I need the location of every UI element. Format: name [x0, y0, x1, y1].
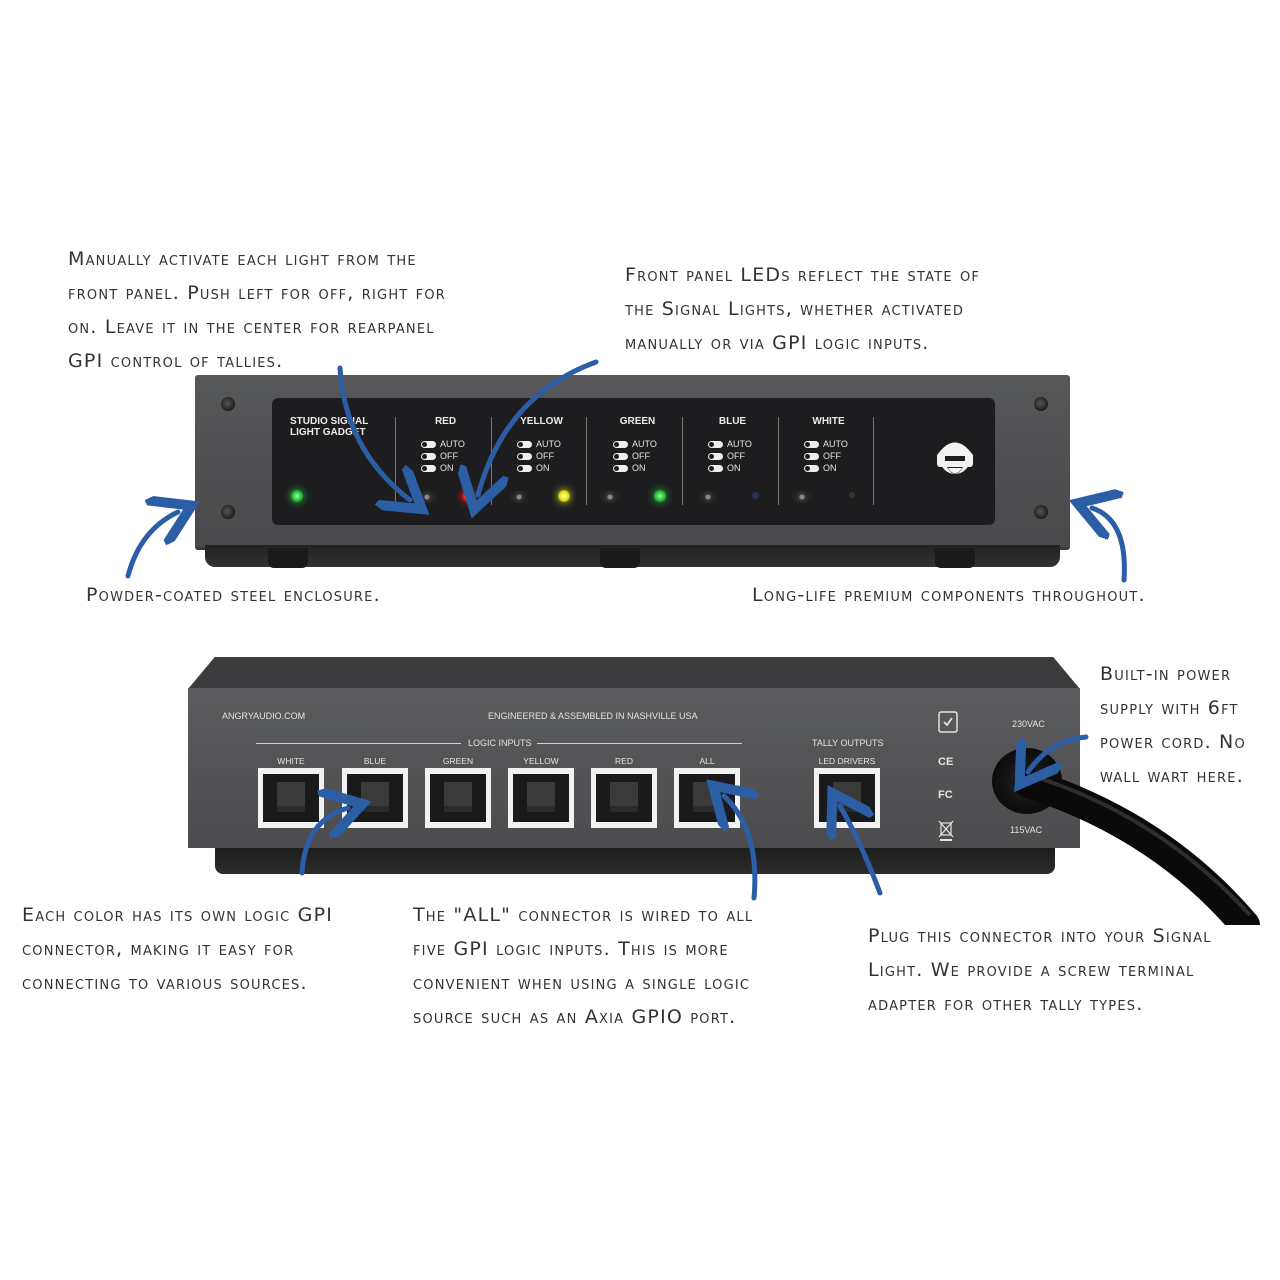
note-power-supply: Built-in power supply with 6ft power cor…: [1100, 663, 1246, 787]
arrow-to-components: [1092, 508, 1127, 583]
port-white[interactable]: [258, 768, 324, 828]
front-foot: [600, 548, 640, 568]
led-drivers-label: LED DRIVERS: [818, 756, 876, 766]
port-yellow-label: YELLOW: [523, 756, 559, 766]
port-green-label: GREEN: [442, 756, 474, 766]
channel-divider: [682, 417, 683, 505]
voltage-115-label: 115VAC: [1010, 825, 1043, 835]
toggle-icon: [804, 440, 819, 448]
port-yellow[interactable]: [508, 768, 574, 828]
screw-icon: [221, 397, 235, 411]
port-red-label: RED: [615, 756, 633, 766]
arrow-to-power-cord: [1028, 734, 1089, 772]
port-all-label: ALL: [699, 756, 715, 766]
weee-bin-icon: [938, 820, 954, 841]
channel-yellow-label: YELLOW: [520, 416, 563, 427]
screw-icon: [221, 505, 235, 519]
rear-top-lid: [188, 657, 1080, 689]
logic-inputs-line: [537, 743, 742, 744]
panel-title: STUDIO SIGNAL LIGHT GADGET: [290, 416, 369, 438]
rear-base: [215, 848, 1055, 874]
port-blue-label: BLUE: [363, 756, 387, 766]
fcc-mark-icon: FC: [938, 789, 953, 801]
note-each-color: Each color has its own logic GPI connect…: [22, 904, 334, 994]
logic-inputs-label: LOGIC INPUTS: [468, 738, 532, 748]
toggle-icon: [708, 452, 723, 460]
note-all-connector: The "ALL" connector is wired to all five…: [413, 904, 754, 1028]
note-enclosure: Powder-coated steel enclosure.: [86, 584, 381, 606]
port-white-label: WHITE: [277, 756, 305, 766]
made-in-text: ENGINEERED & ASSEMBLED IN NASHVILLE USA: [488, 711, 698, 721]
angry-audio-logo-icon: [937, 442, 973, 474]
channel-white-switch[interactable]: [792, 491, 812, 503]
toggle-icon: [421, 440, 436, 448]
toggle-icon: [613, 452, 628, 460]
channel-blue-switch[interactable]: [698, 491, 718, 503]
toggle-icon: [421, 452, 436, 460]
channel-yellow-switch[interactable]: [509, 491, 529, 503]
channel-yellow-led: [558, 490, 570, 502]
toggle-icon: [804, 464, 819, 472]
channel-blue-modes: AUTO OFF ON: [708, 438, 752, 474]
channel-green-label: GREEN: [619, 416, 656, 427]
arrow-to-led: [478, 359, 599, 495]
note-front-leds: Front panel LEDs reflect the state of th…: [625, 264, 981, 354]
power-cord: [1013, 768, 1260, 925]
toggle-icon: [517, 440, 532, 448]
tally-outputs-label: TALLY OUTPUTS: [812, 738, 884, 748]
ce-mark-icon: CE: [938, 756, 954, 768]
channel-white-label: WHITE: [812, 416, 845, 427]
channel-red-label: RED: [434, 416, 457, 427]
power-led: [291, 490, 303, 502]
front-foot: [268, 548, 308, 568]
arrow-to-all-port: [724, 796, 755, 901]
toggle-icon: [708, 440, 723, 448]
channel-divider: [873, 417, 874, 505]
screw-icon: [1034, 397, 1048, 411]
channel-green-led: [654, 490, 666, 502]
rohs-icon: [938, 711, 958, 733]
arrow-to-led-drivers: [840, 806, 883, 896]
toggle-icon: [613, 464, 628, 472]
toggle-icon: [517, 464, 532, 472]
channel-green-switch[interactable]: [600, 491, 620, 503]
note-manual-activation: Manually activate each light from the fr…: [68, 248, 447, 372]
channel-divider: [778, 417, 779, 505]
toggle-icon: [708, 464, 723, 472]
channel-blue-led: [752, 492, 759, 499]
website-text: ANGRYAUDIO.COM: [222, 711, 306, 721]
screw-icon: [1034, 505, 1048, 519]
note-plug-connector: Plug this connector into your Signal Lig…: [868, 925, 1212, 1015]
channel-white-modes: AUTO OFF ON: [804, 438, 848, 474]
arrow-to-switch: [337, 365, 410, 500]
front-foot: [935, 548, 975, 568]
toggle-icon: [804, 452, 819, 460]
toggle-icon: [517, 452, 532, 460]
channel-blue-label: BLUE: [718, 416, 747, 427]
channel-divider: [586, 417, 587, 505]
arrow-to-blue-port: [299, 808, 348, 876]
channel-yellow-modes: AUTO OFF ON: [517, 438, 561, 474]
voltage-230-label: 230VAC: [1012, 719, 1045, 729]
channel-divider: [395, 417, 396, 505]
port-green[interactable]: [425, 768, 491, 828]
note-components: Long-life premium components throughout.: [752, 584, 1146, 606]
channel-white-led: [849, 492, 855, 498]
arrow-to-enclosure: [125, 512, 178, 579]
port-red[interactable]: [591, 768, 657, 828]
toggle-icon: [613, 440, 628, 448]
logic-inputs-line: [256, 743, 461, 744]
channel-green-modes: AUTO OFF ON: [613, 438, 657, 474]
